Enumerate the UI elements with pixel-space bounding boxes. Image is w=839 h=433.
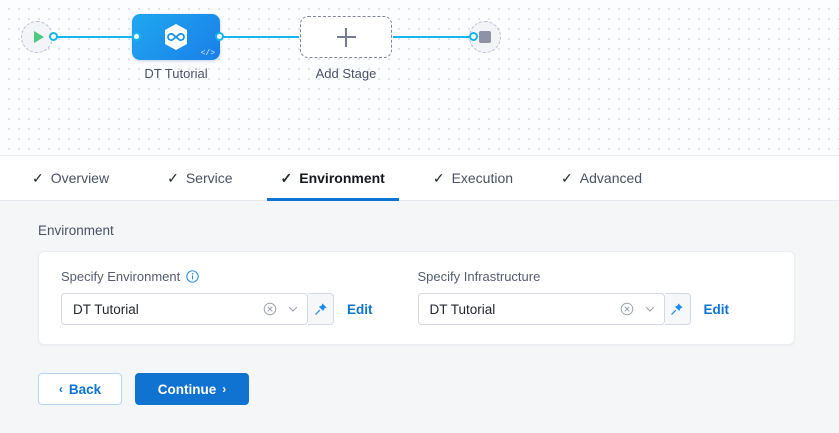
check-icon: ✓ bbox=[432, 170, 445, 186]
plus-icon-bar bbox=[336, 36, 356, 38]
tab-advanced[interactable]: ✓ Advanced bbox=[547, 156, 656, 201]
stop-icon bbox=[479, 31, 491, 43]
continue-button[interactable]: Continue › bbox=[135, 373, 249, 405]
environment-panel: Environment Specify Environment DT Tutor… bbox=[0, 201, 839, 433]
tab-label: Execution bbox=[451, 170, 514, 186]
hexagon-link-icon bbox=[165, 24, 187, 50]
field-label-text: Specify Infrastructure bbox=[417, 269, 541, 284]
check-icon: ✓ bbox=[167, 170, 179, 186]
edge-stage-to-addstage bbox=[219, 36, 299, 38]
chevron-down-icon[interactable] bbox=[287, 303, 299, 315]
specify-environment-group: Specify Environment DT Tutorial bbox=[61, 269, 373, 325]
edge-addstage-to-end bbox=[393, 36, 473, 38]
infrastructure-edit-link[interactable]: Edit bbox=[703, 301, 730, 317]
tab-label: Environment bbox=[299, 170, 385, 186]
pin-icon bbox=[671, 303, 683, 315]
add-stage-button[interactable] bbox=[300, 16, 392, 58]
stage-node-dt-tutorial[interactable]: </> bbox=[132, 14, 220, 60]
tab-service[interactable]: ✓ Service bbox=[153, 156, 246, 201]
pipeline-canvas[interactable]: </> DT Tutorial Add Stage bbox=[0, 0, 839, 156]
stage-config-tabs: ✓ Overview ✓ Service ✓ Environment ✓ Exe… bbox=[0, 156, 839, 201]
tab-label: Overview bbox=[50, 170, 110, 186]
stage-code-badge: </> bbox=[200, 49, 215, 58]
environment-card: Specify Environment DT Tutorial bbox=[38, 251, 795, 345]
tab-execution[interactable]: ✓ Execution bbox=[419, 156, 527, 201]
play-icon bbox=[33, 31, 44, 43]
specify-infrastructure-group: Specify Infrastructure DT Tutorial bbox=[417, 269, 730, 325]
back-button[interactable]: ‹ Back bbox=[38, 373, 122, 405]
infrastructure-pin-button[interactable] bbox=[664, 293, 691, 325]
info-icon[interactable] bbox=[186, 270, 199, 283]
chevron-right-icon: › bbox=[222, 382, 227, 396]
specify-environment-label: Specify Environment bbox=[61, 269, 373, 284]
edge-start-to-stage bbox=[50, 36, 136, 38]
pin-icon bbox=[314, 303, 327, 315]
check-icon: ✓ bbox=[561, 170, 573, 186]
specify-infrastructure-label: Specify Infrastructure bbox=[418, 269, 730, 284]
tab-overview[interactable]: ✓ Overview bbox=[18, 156, 123, 201]
wizard-actions: ‹ Back Continue › bbox=[38, 373, 839, 405]
field-label-text: Specify Environment bbox=[61, 269, 181, 284]
infrastructure-select-value: DT Tutorial bbox=[429, 301, 496, 317]
circle-x-icon[interactable] bbox=[263, 302, 277, 316]
start-node-output-port[interactable] bbox=[49, 32, 58, 41]
specify-environment-row: DT Tutorial Edit bbox=[61, 293, 373, 325]
tab-environment[interactable]: ✓ Environment bbox=[266, 156, 400, 201]
environment-select-value: DT Tutorial bbox=[73, 301, 139, 317]
continue-button-label: Continue bbox=[157, 381, 217, 397]
stage-label: DT Tutorial bbox=[144, 66, 208, 81]
add-stage-label: Add Stage bbox=[315, 66, 377, 81]
section-title: Environment bbox=[38, 223, 114, 238]
tab-label: Service bbox=[185, 170, 233, 186]
chevron-left-icon: ‹ bbox=[58, 382, 63, 396]
circle-x-icon[interactable] bbox=[620, 302, 634, 316]
back-button-label: Back bbox=[68, 381, 102, 397]
tab-label: Advanced bbox=[579, 170, 643, 186]
environment-edit-link[interactable]: Edit bbox=[347, 301, 373, 317]
pipeline-start-node[interactable] bbox=[21, 21, 53, 53]
environment-select[interactable]: DT Tutorial bbox=[61, 293, 308, 325]
stage-output-port[interactable] bbox=[215, 32, 224, 41]
specify-infrastructure-row: DT Tutorial Edit bbox=[417, 293, 730, 325]
end-node-input-port[interactable] bbox=[469, 32, 478, 41]
infrastructure-select[interactable]: DT Tutorial bbox=[417, 293, 665, 325]
check-icon: ✓ bbox=[280, 170, 293, 186]
stage-input-port[interactable] bbox=[132, 32, 141, 41]
check-icon: ✓ bbox=[32, 170, 44, 186]
chevron-down-icon[interactable] bbox=[644, 303, 656, 315]
environment-pin-button[interactable] bbox=[308, 293, 334, 325]
